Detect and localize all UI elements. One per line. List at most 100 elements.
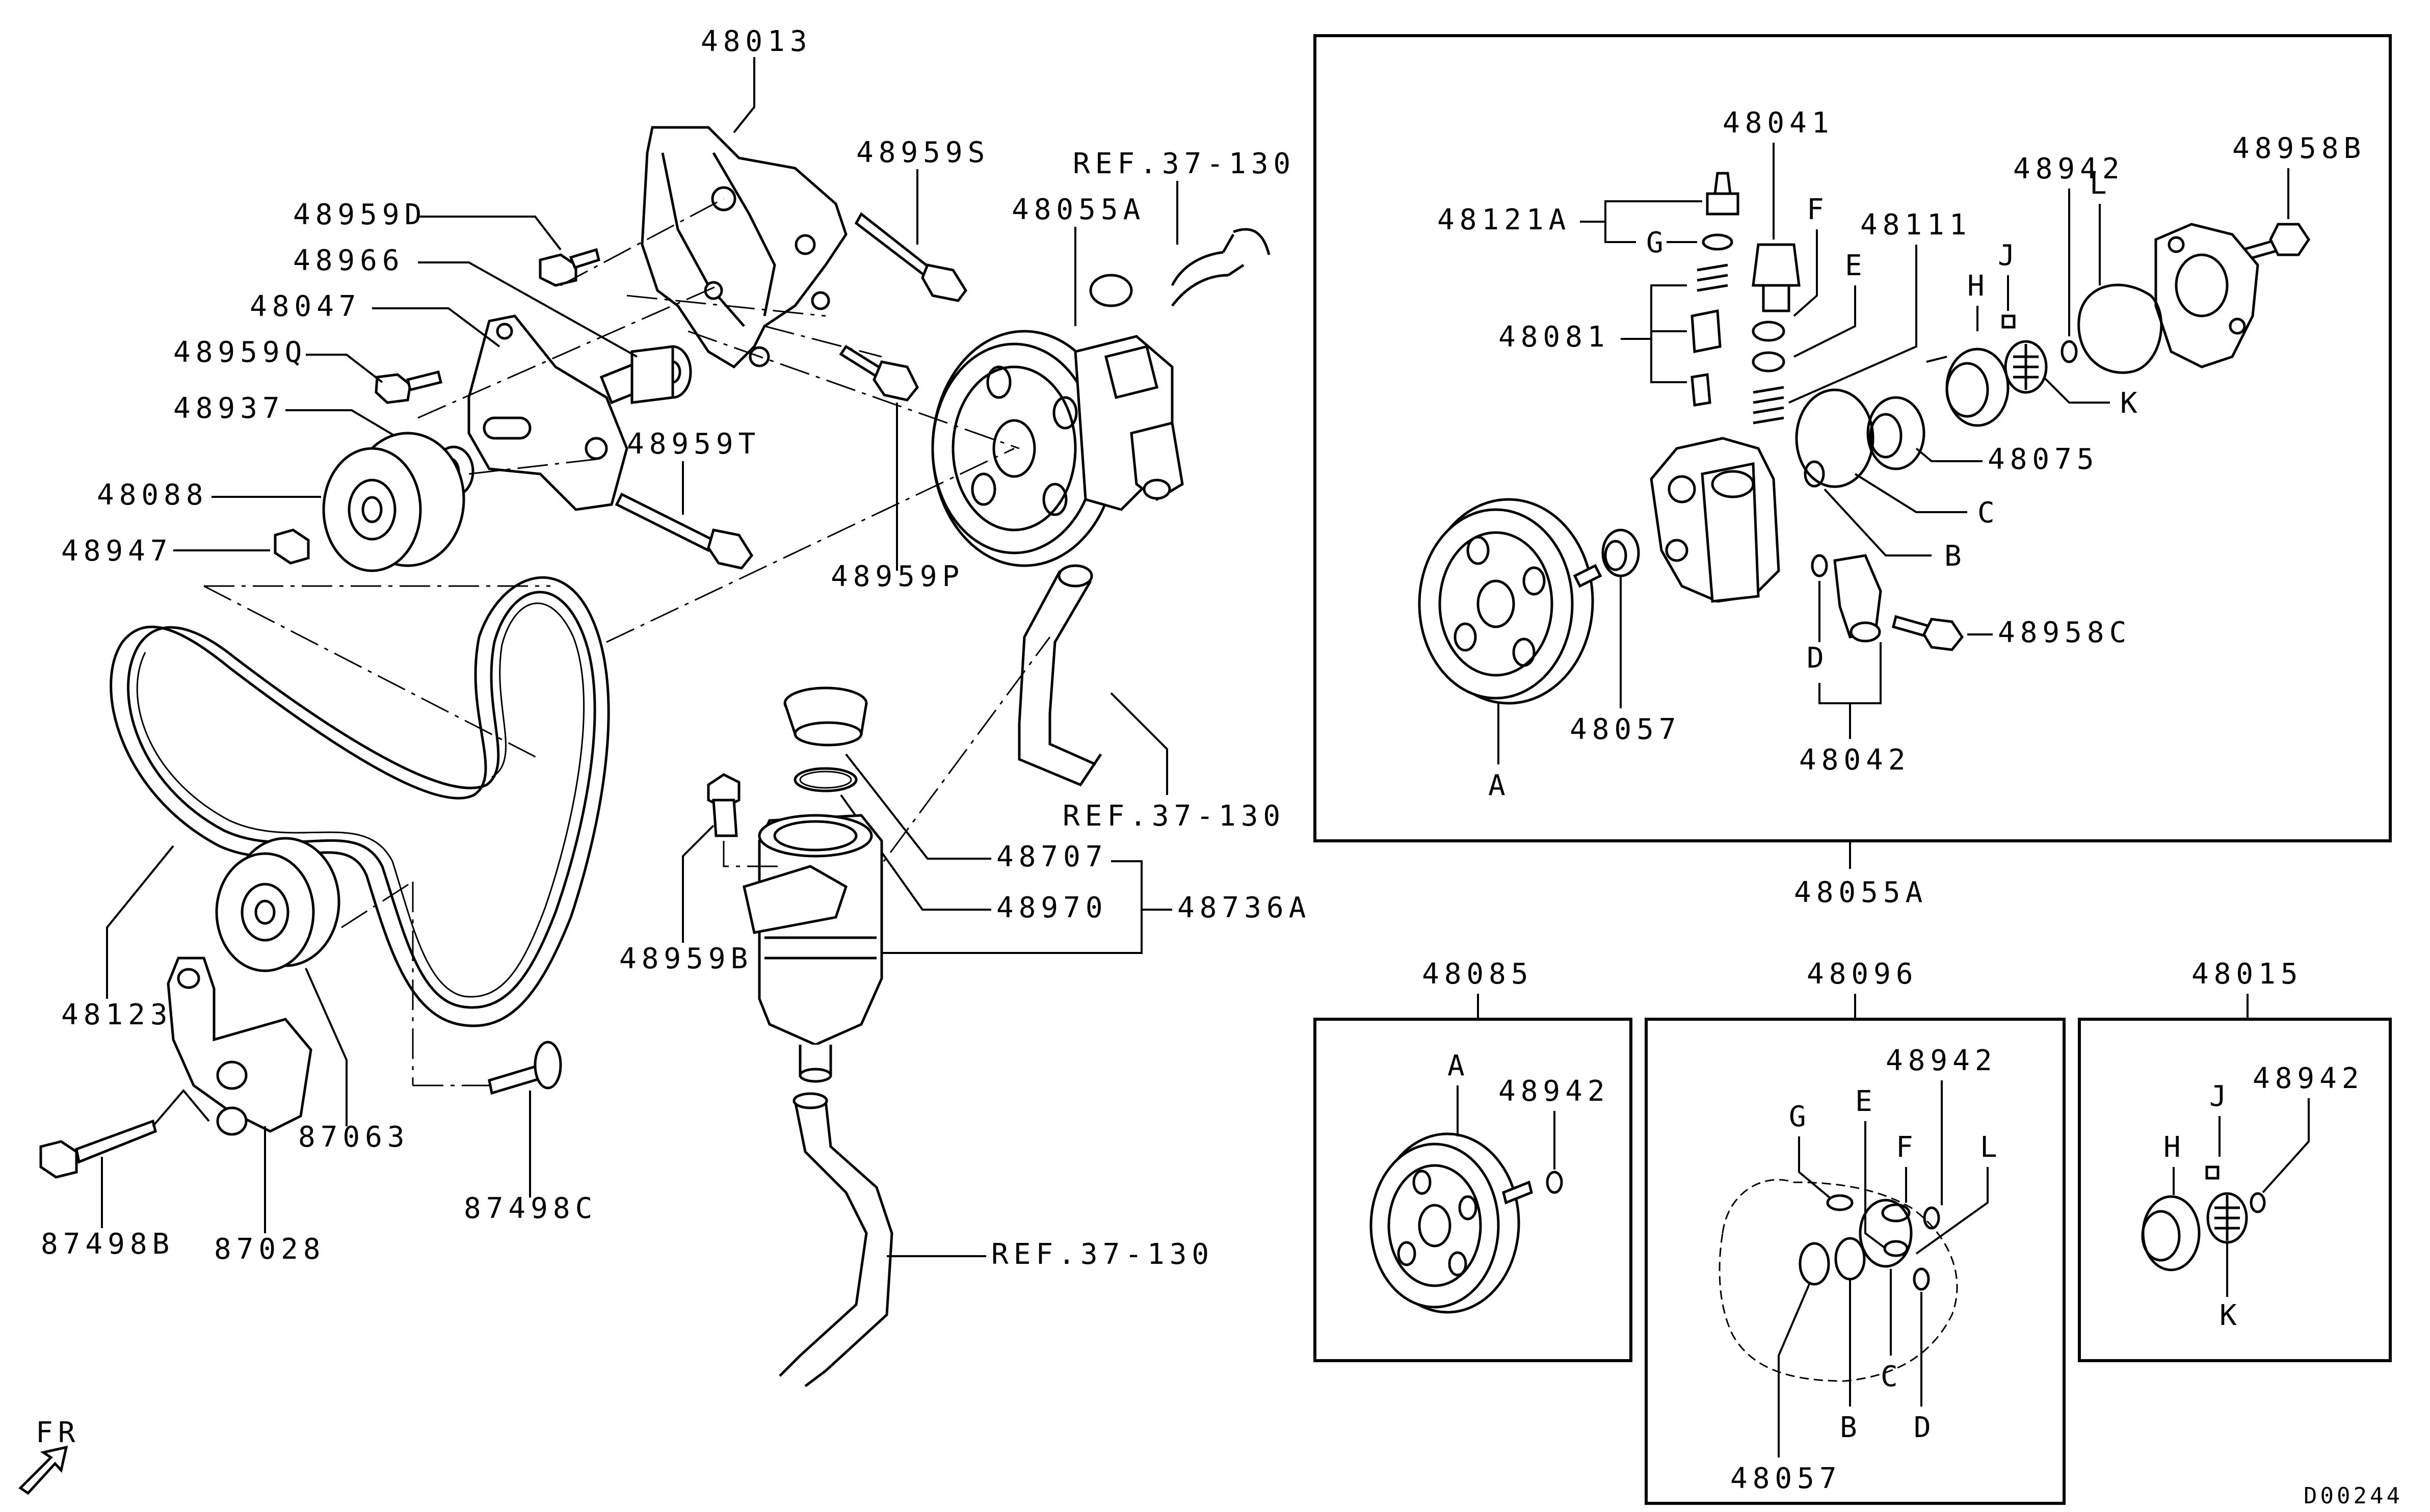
kit-48015-oring (2250, 1192, 2266, 1213)
kit-48015-rotor-K (2206, 1192, 2248, 1244)
bracket-87028 (167, 957, 312, 1136)
kit-48015-vane-J (2205, 1165, 2220, 1180)
main-label-J: J (1998, 239, 2015, 272)
main-label-48121A: 48121A (1437, 203, 1571, 236)
pulley-A (1418, 498, 1602, 705)
label-ref-mid: REF.37-130 (1063, 800, 1285, 833)
main-label-F: F (1807, 193, 1824, 226)
kit-48096-seal (1799, 1242, 1830, 1286)
cam-ring-48075 (1866, 396, 1925, 470)
fitting-48042 (1833, 554, 1882, 643)
kit-48015-label-48942: 48942 (2253, 1062, 2364, 1095)
leader-48013 (733, 57, 755, 134)
leader-48959D (418, 216, 562, 251)
label-48088: 48088 (97, 479, 208, 512)
kit-48096-label-C: C (1881, 1360, 1898, 1393)
kit-48096-label-L: L (1980, 1131, 1997, 1164)
spring-48111 (1753, 386, 1784, 425)
kit-48096-label-E: E (1855, 1085, 1872, 1118)
label-48707: 48707 (996, 840, 1108, 873)
kit-48015-label-J: J (2209, 1080, 2227, 1113)
kit-48096-label-D: D (1914, 1411, 1931, 1444)
kit-48096-caption: 48096 (1807, 958, 1918, 991)
label-87063: 87063 (298, 1121, 410, 1154)
kit-48096-ring-C (1859, 1199, 1913, 1268)
kit-48085-pulley (1369, 1132, 1533, 1314)
label-48947: 48947 (61, 535, 173, 568)
kit-48015-label-K: K (2220, 1299, 2237, 1332)
main-label-D: D (1807, 642, 1824, 675)
ring-H (1945, 348, 2010, 427)
hose-ref-mid (1018, 564, 1102, 787)
leader-87063 (305, 968, 348, 1126)
kit-48096-ring-D (1913, 1267, 1930, 1291)
kit-48015-box (2078, 1018, 2392, 1362)
oring-C (1795, 388, 1874, 488)
main-label-48958C: 48958C (1998, 616, 2131, 649)
kit-48015-ring-H (2141, 1195, 2201, 1271)
kit-48096-label-G: G (1789, 1100, 1806, 1133)
leader-48736A (882, 860, 1172, 954)
leader-48123 (106, 845, 174, 999)
kit-48096-label-F: F (1896, 1131, 1913, 1164)
front-direction-arrow-icon (18, 1445, 68, 1495)
oring-D (1811, 554, 1828, 577)
nut-48947 (274, 528, 310, 565)
oring-B (1804, 460, 1825, 488)
kit-48096-oring (1923, 1206, 1940, 1230)
label-48937: 48937 (173, 392, 285, 425)
label-48959P: 48959P (831, 560, 964, 593)
spacer-48966 (599, 345, 692, 405)
hose-ref-bottom (779, 1092, 893, 1387)
label-87498C: 87498C (464, 1192, 597, 1225)
bolt-48959T (615, 492, 754, 570)
bolt-87498B (39, 1119, 157, 1179)
main-label-B: B (1944, 540, 1962, 573)
kit-48015-label-H: H (2163, 1131, 2181, 1164)
label-ref-bottom: REF.37-130 (991, 1238, 1214, 1271)
leader-48959B (682, 825, 715, 943)
kit-48085-caption: 48085 (1422, 958, 1534, 991)
valve-parts-48081 (1691, 263, 1728, 407)
bolt-87498C (488, 1041, 562, 1095)
leader-48959Q (306, 354, 383, 383)
leader-48966 (418, 261, 638, 358)
diagram-code: D00244 (2304, 1483, 2403, 1509)
label-48959S: 48959S (856, 136, 990, 169)
bracket-48013 (641, 126, 848, 369)
main-box-caption: 48055A (1794, 876, 1927, 909)
main-label-48042: 48042 (1799, 744, 1911, 777)
kit-48085-box (1313, 1018, 1632, 1362)
kit-48096-label-B: B (1840, 1411, 1857, 1444)
leader-ref-mid (1110, 692, 1168, 795)
label-87028: 87028 (214, 1233, 326, 1266)
main-label-48041: 48041 (1723, 107, 1834, 140)
label-48959Q: 48959Q (173, 336, 307, 369)
leader-48707 (845, 753, 991, 860)
main-label-48111: 48111 (1860, 208, 1972, 242)
main-label-E: E (1845, 249, 1862, 282)
hose-ref-top (1089, 228, 1271, 307)
main-label-48075: 48075 (1988, 443, 2099, 476)
main-label-48057: 48057 (1570, 713, 1681, 746)
cover-plate (2154, 223, 2259, 368)
label-48959B: 48959B (619, 942, 753, 975)
kit-48096-ring-E (1883, 1240, 1909, 1257)
kit-48085-label-A: A (1447, 1049, 1465, 1082)
kit-48015-caption: 48015 (2191, 958, 2303, 991)
label-48047: 48047 (250, 290, 361, 323)
reservoir-48736A (743, 814, 883, 1083)
pulley-48088 (322, 432, 465, 572)
kit-48085-oring (1546, 1171, 1563, 1194)
bolt-48959Q (375, 373, 412, 404)
main-label-L: L (2090, 168, 2107, 201)
label-ref-top: REF.37-130 (1073, 147, 1296, 180)
label-48966: 48966 (293, 244, 405, 277)
rotor-K (2004, 340, 2048, 394)
assembly-lines (203, 198, 1051, 1086)
label-87498B: 87498B (41, 1228, 174, 1261)
reservoir-cap-48707 (783, 686, 868, 747)
main-label-48958B: 48958B (2232, 132, 2366, 165)
bolt-48959S (854, 212, 968, 302)
